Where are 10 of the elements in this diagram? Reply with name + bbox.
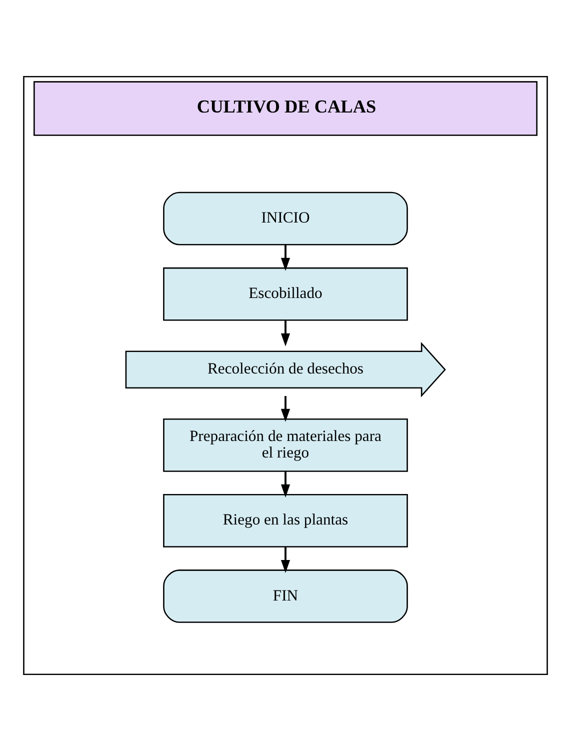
arrow: [280, 320, 290, 346]
node-box: Escobillado: [163, 267, 408, 321]
node-box: FIN: [163, 570, 408, 623]
node-box: Riego en las plantas: [163, 494, 408, 548]
arrow: [280, 547, 290, 573]
arrow: [280, 244, 290, 271]
node-box: INICIO: [163, 192, 408, 246]
arrow: [280, 396, 290, 422]
node-box: Preparación de materiales para el riego: [163, 418, 408, 472]
arrow: [280, 472, 290, 498]
